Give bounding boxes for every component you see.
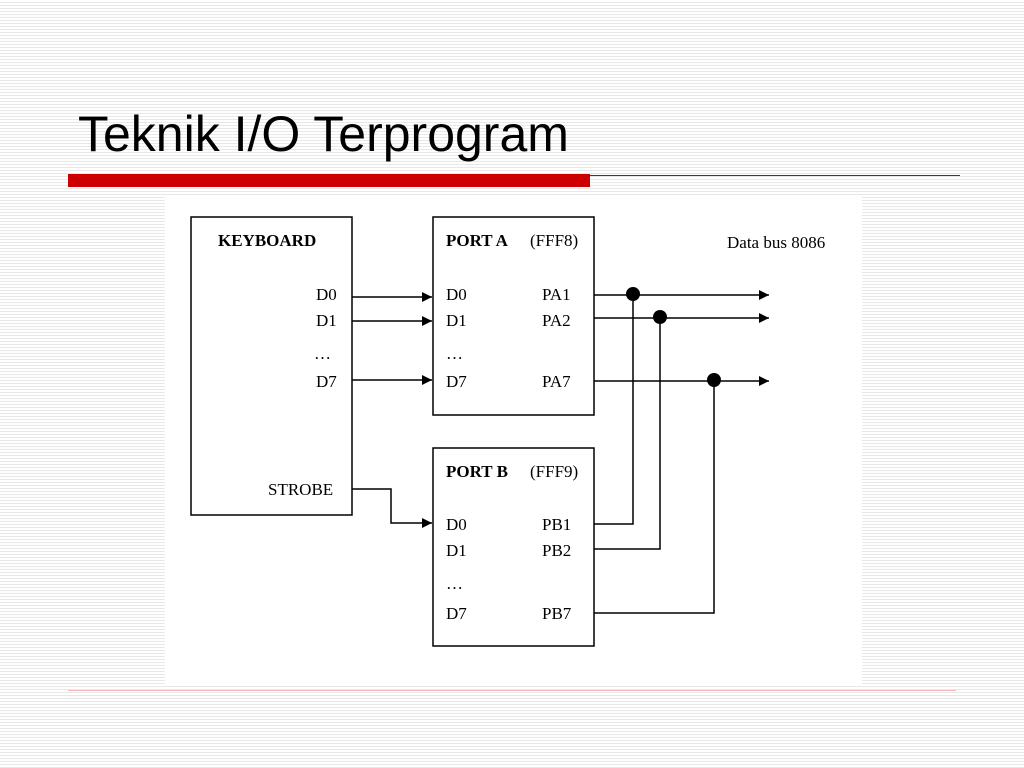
slide-title: Teknik I/O Terprogram bbox=[78, 106, 569, 162]
keyboard-pin-d1: D1 bbox=[316, 311, 337, 330]
wire-pb2-junction bbox=[594, 317, 661, 550]
keyboard-pin-d7: D7 bbox=[316, 372, 337, 391]
wire-pb1-junction bbox=[594, 294, 634, 525]
junction-dot-1 bbox=[626, 287, 640, 301]
port-a-address: (FFF8) bbox=[530, 231, 578, 250]
port-a-output-pa1: PA1 bbox=[542, 285, 571, 304]
diagram-panel: KEYBOARD D0 D1 … D7 STROBE PORT A (FFF8)… bbox=[165, 195, 862, 685]
junction-dot-2 bbox=[653, 310, 667, 324]
port-b-input-d7: D7 bbox=[446, 604, 467, 623]
port-a-input-d1: D1 bbox=[446, 311, 467, 330]
port-a-output-pa2: PA2 bbox=[542, 311, 571, 330]
keyboard-pin-ellipsis: … bbox=[314, 344, 331, 363]
port-b-input-d0: D0 bbox=[446, 515, 467, 534]
port-b-name: PORT B bbox=[446, 462, 508, 481]
port-a-input-d7: D7 bbox=[446, 372, 467, 391]
wire-pb7-junction bbox=[594, 380, 715, 614]
port-b-output-pb7: PB7 bbox=[542, 604, 572, 623]
wire-strobe-arrow bbox=[352, 488, 432, 528]
title-underline-line bbox=[590, 175, 960, 176]
port-a-input-d0: D0 bbox=[446, 285, 467, 304]
keyboard-strobe-label: STROBE bbox=[268, 480, 333, 499]
port-b-input-d1: D1 bbox=[446, 541, 467, 560]
port-a-input-ellipsis: … bbox=[446, 344, 463, 363]
keyboard-pin-d0: D0 bbox=[316, 285, 337, 304]
port-a-output-pa7: PA7 bbox=[542, 372, 571, 391]
port-b-address: (FFF9) bbox=[530, 462, 578, 481]
port-a-name: PORT A bbox=[446, 231, 509, 250]
port-b-output-pb1: PB1 bbox=[542, 515, 571, 534]
keyboard-title: KEYBOARD bbox=[218, 231, 316, 250]
port-b-output-pb2: PB2 bbox=[542, 541, 571, 560]
bottom-divider bbox=[68, 690, 956, 691]
junction-dot-3 bbox=[707, 373, 721, 387]
io-diagram: KEYBOARD D0 D1 … D7 STROBE PORT A (FFF8)… bbox=[190, 216, 825, 647]
title-underline-bar bbox=[68, 174, 590, 187]
port-a-block bbox=[432, 216, 595, 416]
keyboard-block bbox=[190, 216, 353, 516]
data-bus-label: Data bus 8086 bbox=[727, 233, 825, 252]
port-b-input-ellipsis: … bbox=[446, 574, 463, 593]
port-b-block bbox=[432, 447, 595, 647]
